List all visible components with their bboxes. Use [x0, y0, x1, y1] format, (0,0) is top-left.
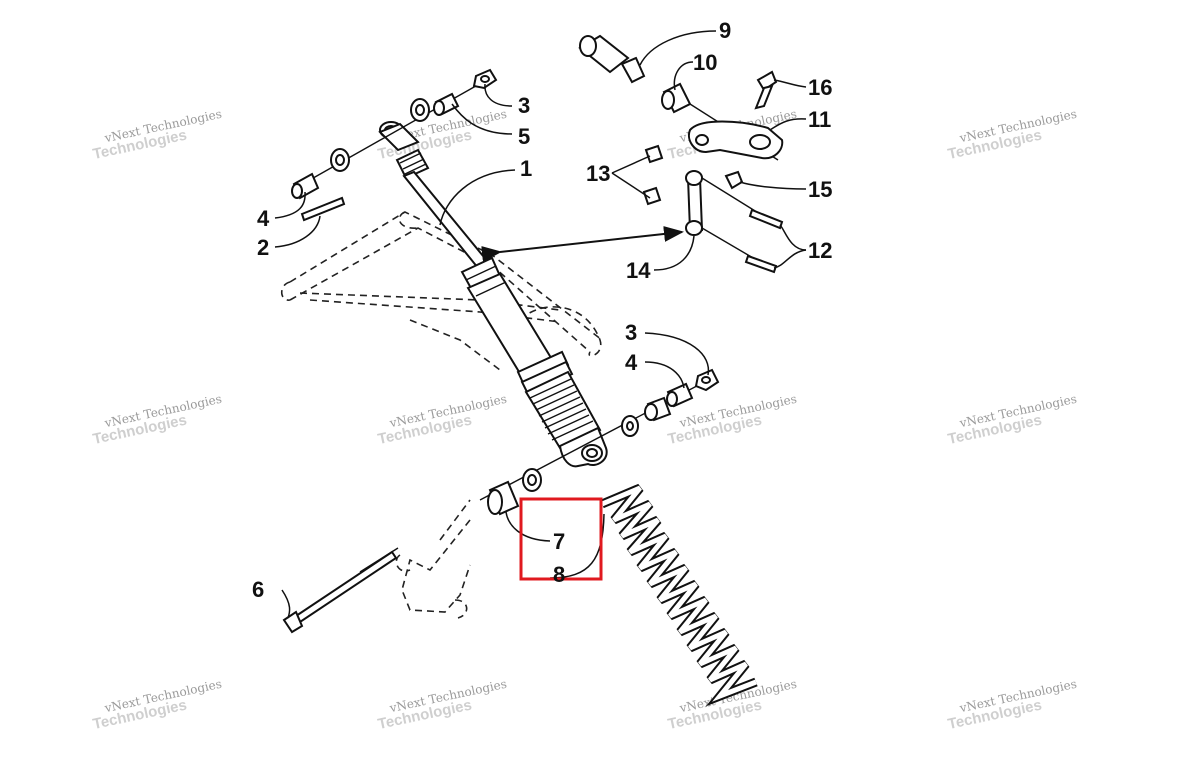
callout-14: 14 — [626, 258, 651, 283]
callout-12: 12 — [808, 238, 832, 263]
callout-6: 6 — [252, 577, 264, 602]
callout-16: 16 — [808, 75, 832, 100]
upper-hardware — [291, 68, 498, 222]
callout-2: 2 — [257, 235, 269, 260]
callout-10: 10 — [693, 50, 717, 75]
callout-9: 9 — [719, 18, 731, 43]
callout-15: 15 — [808, 177, 832, 202]
watermark: vNext Technologies Technologies — [376, 392, 508, 448]
sway-bar-linkage — [578, 34, 784, 274]
callout-5: 5 — [518, 124, 530, 149]
coil-spring — [600, 483, 758, 707]
callout-3-upper: 3 — [518, 93, 530, 118]
callout-7: 7 — [553, 529, 565, 554]
a-arm-phantom — [280, 211, 603, 371]
spindle-phantom — [395, 499, 471, 619]
reference-arrow — [481, 226, 684, 262]
watermark: vNext Technologies Technologies — [946, 107, 1078, 163]
callout-4-upper: 4 — [257, 206, 270, 231]
leader-lines — [274, 30, 807, 619]
watermark: vNext Technologies Technologies — [91, 107, 223, 163]
callout-1: 1 — [520, 156, 532, 181]
watermark: vNext Technologies Technologies — [376, 677, 508, 733]
callout-labels: 1 2 3 5 4 3 4 6 7 8 9 10 11 12 13 14 15 … — [252, 18, 832, 602]
callout-11: 11 — [808, 107, 831, 132]
watermark: vNext Technologies Technologies — [91, 392, 223, 448]
callout-4-lower: 4 — [625, 350, 638, 375]
lower-hardware — [479, 368, 720, 516]
long-bolt — [282, 547, 399, 634]
watermark: vNext Technologies Technologies — [946, 677, 1078, 733]
callout-8: 8 — [553, 562, 565, 587]
highlight-box — [519, 497, 603, 581]
watermark: vNext Technologies Technologies — [91, 677, 223, 733]
callout-3-lower: 3 — [625, 320, 637, 345]
watermark: vNext Technologies Technologies — [946, 392, 1078, 448]
shock-absorber — [378, 121, 608, 468]
callout-13: 13 — [586, 161, 610, 186]
